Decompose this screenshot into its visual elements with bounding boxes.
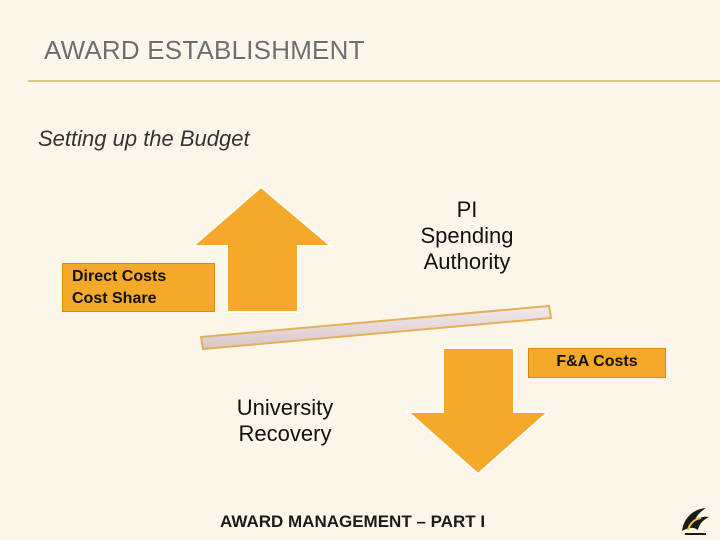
balance-beam-icon: [199, 304, 553, 351]
title-divider: [28, 80, 720, 82]
pi-spending-authority-label: PI Spending Authority: [400, 197, 534, 275]
recovery-line: Recovery: [238, 421, 332, 446]
down-arrow-icon: [405, 347, 551, 476]
pi-line: PI: [456, 197, 478, 222]
direct-costs-line: Direct Costs: [72, 268, 167, 285]
slide-footer: AWARD MANAGEMENT – PART I: [220, 512, 486, 531]
university-recovery-label: University Recovery: [218, 395, 352, 447]
university-line: University: [236, 395, 334, 420]
fa-costs-label: F&A Costs: [556, 353, 638, 370]
direct-costs-box: Direct Costs Cost Share: [62, 263, 215, 312]
spending-line: Spending: [420, 223, 514, 248]
up-arrow-icon: [190, 185, 334, 313]
fa-costs-box: F&A Costs: [528, 348, 666, 378]
slide-subtitle: Setting up the Budget: [38, 126, 250, 151]
cost-share-line: Cost Share: [72, 290, 157, 307]
logo-icon: [682, 508, 709, 535]
authority-line: Authority: [423, 249, 511, 274]
slide-title: AWARD ESTABLISHMENT: [44, 35, 365, 65]
